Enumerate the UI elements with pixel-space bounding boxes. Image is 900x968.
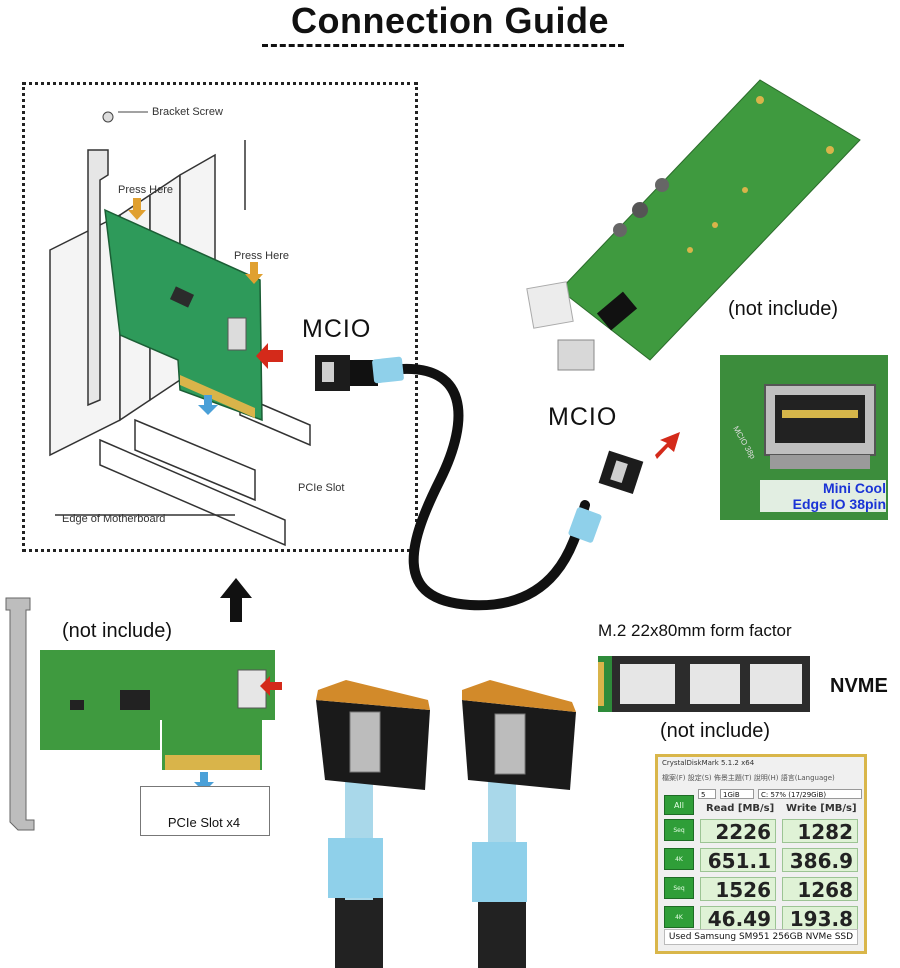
benchmark-menu: 檔案(F) 設定(S) 佈景主題(T) 說明(H) 語言(Language) bbox=[662, 774, 835, 782]
mini-cool-line2: Edge IO 38pin bbox=[792, 496, 886, 512]
pcie-host-card bbox=[5, 597, 275, 831]
title-underline bbox=[262, 44, 624, 47]
red-arrow-host bbox=[260, 676, 282, 696]
pcie-slot-x4-illustration bbox=[140, 786, 270, 836]
not-include-adapter: (not include) bbox=[728, 298, 839, 320]
motherboard-edge-label: Edge of Motherboard bbox=[62, 513, 166, 525]
mini-cool-edge-label: Mini Cool Edge IO 38pin bbox=[760, 480, 886, 512]
bracket-screw-label: Bracket Screw bbox=[152, 106, 223, 118]
mcio-cable bbox=[385, 363, 590, 611]
4k-read: 46.49 bbox=[700, 906, 776, 931]
drive-select[interactable]: C: 57% (17/29GiB) bbox=[758, 789, 862, 799]
seq-q32t1-button[interactable]: Seq Q32T1 bbox=[664, 819, 694, 856]
insert-arrow bbox=[198, 395, 218, 415]
mcio-plug-left bbox=[316, 680, 430, 968]
cable-tab-left bbox=[372, 356, 404, 384]
read-header: Read [MB/s] bbox=[706, 803, 775, 814]
pcie-card-drawing bbox=[104, 208, 263, 422]
bracket-screw-icon bbox=[102, 111, 114, 123]
mcio-plug-right bbox=[462, 680, 576, 968]
size-select[interactable]: 1GiB bbox=[720, 789, 754, 799]
nvme-ssd bbox=[598, 656, 810, 712]
benchmark-window: CrystalDiskMark 5.1.2 x64 檔案(F) 設定(S) 佈景… bbox=[655, 754, 867, 954]
seq-q32t1-read: 2226 bbox=[700, 819, 776, 844]
runs-select[interactable]: 5 bbox=[698, 789, 716, 799]
seq-button[interactable]: Seq bbox=[664, 877, 694, 899]
all-button[interactable]: All bbox=[664, 795, 694, 815]
up-arrow bbox=[220, 578, 252, 622]
mcio-label-right: MCIO bbox=[548, 403, 618, 431]
not-include-host-card: (not include) bbox=[62, 620, 173, 642]
page-title: Connection Guide bbox=[291, 0, 609, 41]
pcie-slot-x4-label: PCIe Slot x4 bbox=[167, 815, 241, 830]
4k-write: 193.8 bbox=[782, 906, 858, 931]
m2-form-factor-label: M.2 22x80mm form factor bbox=[598, 621, 792, 640]
m2-adapter-board bbox=[526, 79, 861, 371]
seq-write: 1268 bbox=[782, 877, 858, 902]
press-here-label-1: Press Here bbox=[118, 184, 174, 196]
mini-cool-line1: Mini Cool bbox=[823, 480, 886, 496]
press-arrow-2 bbox=[245, 262, 263, 284]
press-arrow-1 bbox=[128, 198, 146, 220]
4k-q32t1-read: 651.1 bbox=[700, 848, 776, 873]
write-header: Write [MB/s] bbox=[786, 803, 857, 814]
benchmark-comment[interactable]: Used Samsung SM951 256GB NVMe SSD bbox=[664, 929, 858, 945]
mcio-label-left: MCIO bbox=[302, 315, 372, 343]
red-arrow-card bbox=[256, 343, 283, 369]
seq-q32t1-write: 1282 bbox=[782, 819, 858, 844]
red-arrow-right bbox=[655, 432, 680, 459]
cable-tab-right bbox=[568, 507, 602, 543]
seq-read: 1526 bbox=[700, 877, 776, 902]
4k-q32t1-button[interactable]: 4K Q32T1 bbox=[664, 848, 694, 885]
nvme-label: NVME bbox=[830, 675, 888, 697]
installation-diagram-frame bbox=[22, 82, 418, 552]
pcie-slot-label: PCIe Slot bbox=[298, 482, 345, 494]
4k-button[interactable]: 4K bbox=[664, 906, 694, 928]
benchmark-window-title: CrystalDiskMark 5.1.2 x64 bbox=[662, 759, 755, 767]
not-include-ssd: (not include) bbox=[660, 720, 771, 742]
4k-q32t1-write: 386.9 bbox=[782, 848, 858, 873]
press-here-label-2: Press Here bbox=[234, 250, 290, 262]
